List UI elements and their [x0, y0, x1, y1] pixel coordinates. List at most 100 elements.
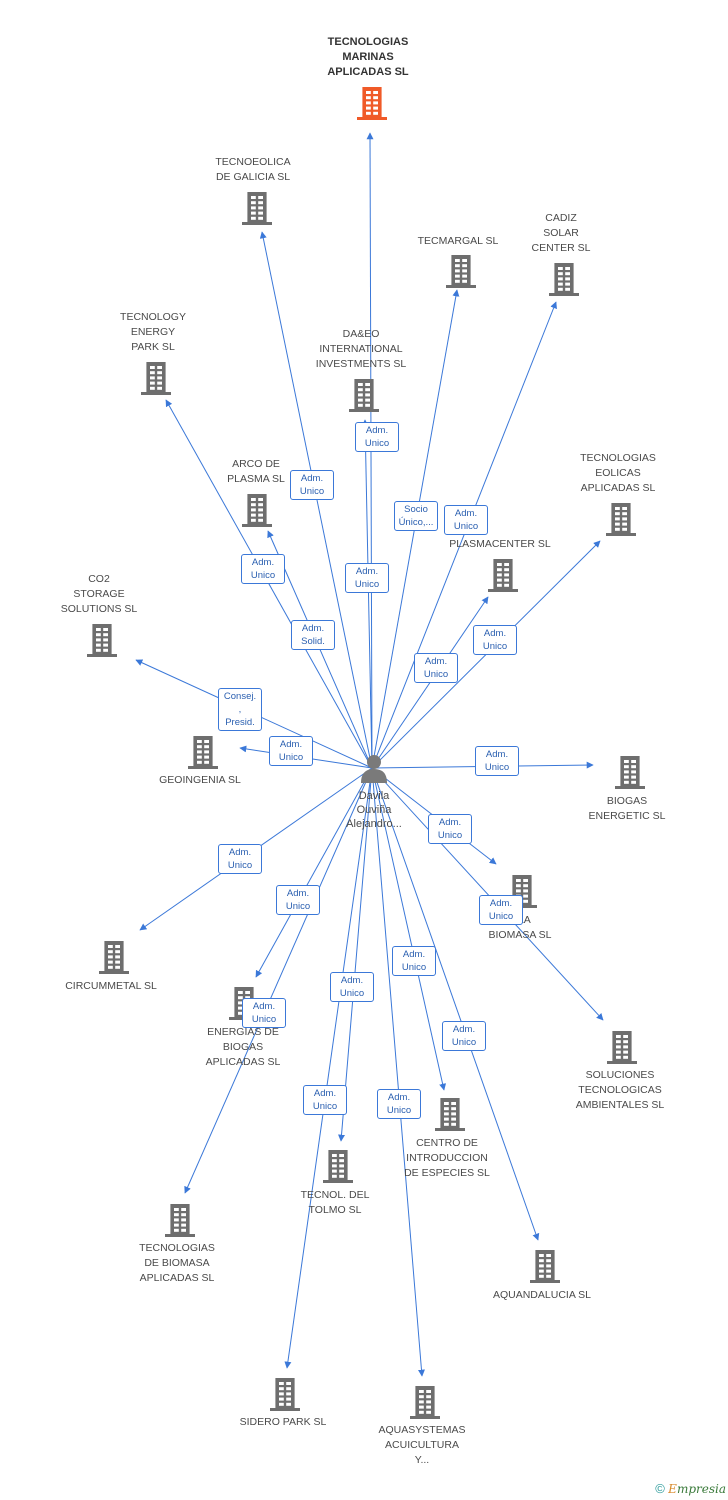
- building-icon[interactable]: [357, 87, 387, 125]
- building-icon[interactable]: [242, 192, 272, 230]
- building-icon[interactable]: [99, 941, 129, 979]
- person-label: Davila Ouviña Alejandro...: [346, 790, 402, 830]
- company-node-tecmargal[interactable]: TECMARGAL SL: [398, 234, 518, 249]
- company-label: CADIZ SOLAR CENTER SL: [531, 212, 591, 254]
- company-node-plasmacenter[interactable]: PLASMACENTER SL: [440, 537, 560, 552]
- edge-aquasystemas: [371, 767, 425, 1377]
- edge-role-label[interactable]: Adm. Unico: [475, 746, 519, 776]
- edge-role-label[interactable]: Adm. Unico: [241, 554, 285, 584]
- edge-tolmo: [338, 767, 373, 1142]
- building-icon[interactable]: [141, 362, 171, 400]
- company-node-eolicas[interactable]: TECNOLOGIAS EOLICAS APLICADAS SL: [558, 451, 678, 496]
- company-node-aquasystemas[interactable]: AQUASYSTEMAS ACUICULTURA Y...: [362, 1423, 482, 1468]
- edge-role-label[interactable]: Adm. Unico: [218, 844, 262, 874]
- edge-role-label[interactable]: Adm. Unico: [330, 972, 374, 1002]
- company-label: TECMARGAL SL: [417, 235, 499, 247]
- building-icon[interactable]: [606, 503, 636, 541]
- company-label: CIRCUMMETAL SL: [65, 980, 157, 992]
- edge-daeo: [361, 419, 373, 769]
- company-node-soluciones[interactable]: SOLUCIONES TECNOLOGICAS AMBIENTALES SL: [560, 1068, 680, 1113]
- company-label: CENTRO DE INTRODUCCION DE ESPECIES SL: [404, 1137, 490, 1179]
- company-label: GEOINGENIA SL: [159, 774, 241, 786]
- company-label: ARCO DE PLASMA SL: [227, 458, 285, 485]
- company-label: TECNOLOGIAS EOLICAS APLICADAS SL: [580, 452, 656, 494]
- edge-role-label[interactable]: Adm. Unico: [442, 1021, 486, 1051]
- edge-role-label[interactable]: Adm. Unico: [303, 1085, 347, 1115]
- company-label: SIDERO PARK SL: [239, 1416, 327, 1428]
- building-icon[interactable]: [87, 624, 117, 662]
- edge-energias: [255, 767, 373, 978]
- building-icon[interactable]: [488, 559, 518, 597]
- company-label: BIOGAS ENERGETIC SL: [588, 795, 666, 822]
- edge-sidero: [284, 767, 373, 1369]
- edge-role-label[interactable]: Adm. Unico: [290, 470, 334, 500]
- edge-role-label[interactable]: Adm. Unico: [377, 1089, 421, 1119]
- company-label: TECNOLOGIAS MARINAS APLICADAS SL: [327, 36, 409, 78]
- company-node-tecnoeolica[interactable]: TECNOEOLICA DE GALICIA SL: [193, 155, 313, 185]
- edge-biomasa_apl: [184, 767, 373, 1194]
- building-icon[interactable]: [607, 1031, 637, 1069]
- edge-role-label[interactable]: Adm. Unico: [242, 998, 286, 1028]
- edge-role-label[interactable]: Socio Único,...: [394, 501, 438, 531]
- footer-brand: © Empresia: [655, 1481, 726, 1496]
- edge-tecnoeolica: [259, 231, 373, 769]
- building-icon[interactable]: [549, 263, 579, 301]
- company-node-energias[interactable]: ENERGIAS DE BIOGAS APLICADAS SL: [183, 1025, 303, 1070]
- building-icon[interactable]: [270, 1378, 300, 1416]
- building-icon[interactable]: [446, 255, 476, 293]
- building-icon[interactable]: [323, 1150, 353, 1188]
- copyright-icon: ©: [655, 1481, 665, 1496]
- company-node-geoingenia[interactable]: GEOINGENIA SL: [140, 773, 260, 788]
- company-label: PLASMACENTER SL: [449, 538, 551, 550]
- company-node-aquandalucia[interactable]: AQUANDALUCIA SL: [482, 1288, 602, 1303]
- company-label: TECNOEOLICA DE GALICIA SL: [215, 156, 291, 183]
- company-label: DA&EO INTERNATIONAL INVESTMENTS SL: [315, 328, 407, 370]
- company-node-circummetal[interactable]: CIRCUMMETAL SL: [51, 979, 171, 994]
- brand-e: E: [668, 1482, 677, 1496]
- edge-role-label[interactable]: Consej. , Presid.: [218, 688, 262, 731]
- company-node-co2[interactable]: CO2 STORAGE SOLUTIONS SL: [39, 572, 159, 617]
- building-icon[interactable]: [165, 1204, 195, 1242]
- company-node-tecnology[interactable]: TECNOLOGY ENERGY PARK SL: [93, 310, 213, 355]
- company-node-tolmo[interactable]: TECNOL. DEL TOLMO SL: [275, 1188, 395, 1218]
- person-icon: [361, 755, 387, 783]
- company-label: TECNOL. DEL TOLMO SL: [300, 1189, 370, 1216]
- building-icon[interactable]: [435, 1098, 465, 1136]
- company-label: SOLUCIONES TECNOLOGICAS AMBIENTALES SL: [575, 1069, 665, 1111]
- company-node-centro[interactable]: CENTRO DE INTRODUCCION DE ESPECIES SL: [387, 1136, 507, 1181]
- edge-role-label[interactable]: Adm. Unico: [444, 505, 488, 535]
- company-node-sidero[interactable]: SIDERO PARK SL: [223, 1415, 343, 1430]
- edge-role-label[interactable]: Adm. Unico: [269, 736, 313, 766]
- company-node-biomasa_apl[interactable]: TECNOLOGIAS DE BIOMASA APLICADAS SL: [117, 1241, 237, 1286]
- company-node-arco[interactable]: ARCO DE PLASMA SL: [196, 457, 316, 487]
- edge-role-label[interactable]: Adm. Unico: [414, 653, 458, 683]
- brand-name: mpresia: [676, 1482, 726, 1496]
- edge-aquandalucia: [371, 767, 540, 1241]
- edge-role-label[interactable]: Adm. Unico: [479, 895, 523, 925]
- edge-soluciones: [371, 767, 604, 1021]
- edge-role-label[interactable]: Adm. Unico: [276, 885, 320, 915]
- company-node-daeo[interactable]: DA&EO INTERNATIONAL INVESTMENTS SL: [301, 327, 421, 372]
- company-label: CO2 STORAGE SOLUTIONS SL: [60, 573, 138, 615]
- edge-tecnology: [165, 399, 373, 769]
- building-icon[interactable]: [349, 379, 379, 417]
- company-label: TECNOLOGIAS DE BIOMASA APLICADAS SL: [139, 1242, 215, 1284]
- edge-role-label[interactable]: Adm. Unico: [392, 946, 436, 976]
- edge-role-label[interactable]: Adm. Unico: [345, 563, 389, 593]
- edge-role-label[interactable]: Adm. Solid.: [291, 620, 335, 650]
- company-label: AQUANDALUCIA SL: [492, 1289, 592, 1301]
- company-node-focus[interactable]: TECNOLOGIAS MARINAS APLICADAS SL: [308, 35, 428, 80]
- company-node-cadiz[interactable]: CADIZ SOLAR CENTER SL: [501, 211, 621, 256]
- edge-role-label[interactable]: Adm. Unico: [355, 422, 399, 452]
- company-node-biogas[interactable]: BIOGAS ENERGETIC SL: [567, 794, 687, 824]
- building-icon[interactable]: [410, 1386, 440, 1424]
- edge-role-label[interactable]: Adm. Unico: [428, 814, 472, 844]
- building-icon[interactable]: [530, 1250, 560, 1288]
- building-icon[interactable]: [188, 736, 218, 774]
- building-icon[interactable]: [615, 756, 645, 794]
- edge-role-label[interactable]: Adm. Unico: [473, 625, 517, 655]
- building-icon[interactable]: [242, 494, 272, 532]
- company-label: AQUASYSTEMAS ACUICULTURA Y...: [378, 1424, 466, 1466]
- edge-centro: [371, 767, 447, 1091]
- person-node[interactable]: [358, 752, 390, 784]
